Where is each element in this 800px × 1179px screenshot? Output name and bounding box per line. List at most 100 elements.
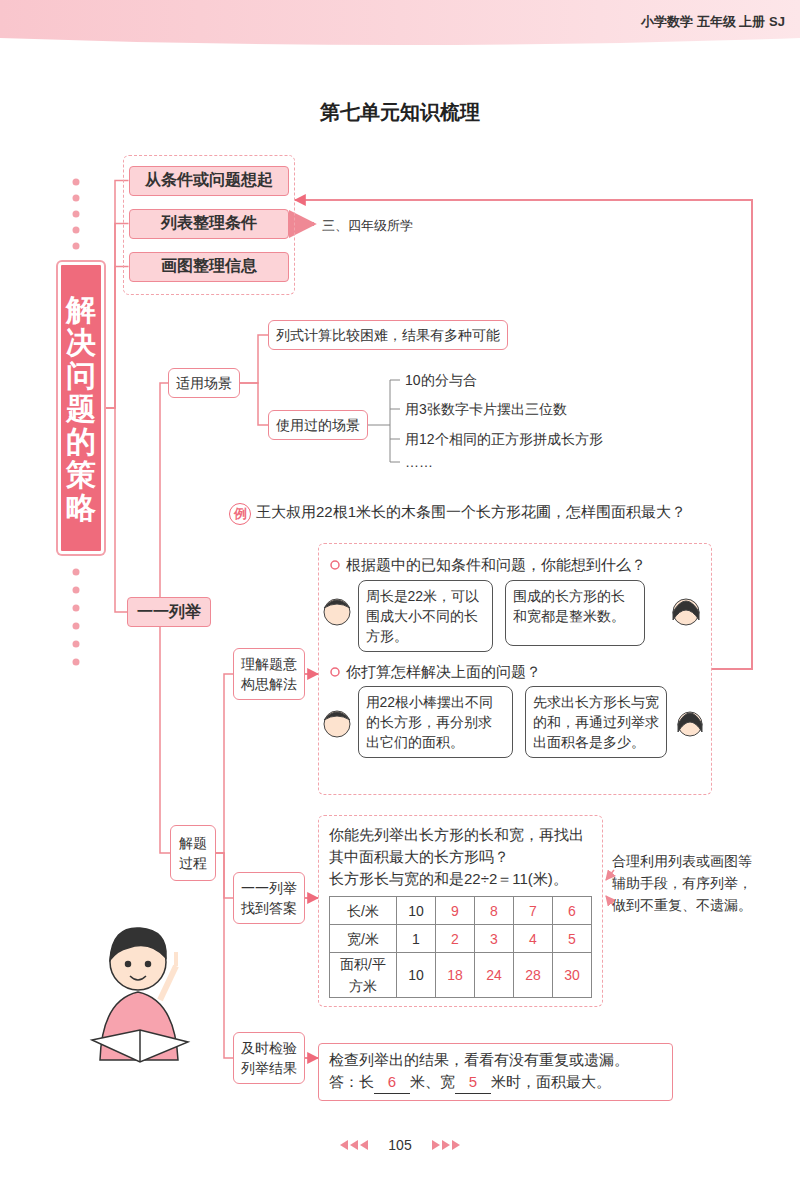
answer-box: 检查列举出的结果，看看有没有重复或遗漏。答：长6米、宽5米时，面积最大。 xyxy=(318,1043,673,1101)
table-cell: 长/米 xyxy=(330,897,397,925)
node-text: 解题过程 xyxy=(178,833,208,873)
connector xyxy=(104,267,129,409)
bracket-line xyxy=(390,380,400,381)
table-cell: 9 xyxy=(436,897,475,925)
table-cell: 30 xyxy=(553,953,592,998)
table-cell-text: 1 xyxy=(412,931,420,947)
table-cell-text: 2 xyxy=(451,931,459,947)
label-text: 小学数学 五年级 上册 SJ xyxy=(520,12,785,32)
branch-box: 列式计算比较困难，结果有多种可能 xyxy=(268,320,508,350)
node-text: 米、宽 xyxy=(410,1073,455,1090)
table-cell: 1 xyxy=(397,925,436,953)
connector xyxy=(216,853,233,1058)
node-text: 一一列举 xyxy=(137,602,201,623)
node-text: 列式计算比较困难，结果有多种可能 xyxy=(276,325,500,345)
label-text: 10的分与合 xyxy=(405,370,477,390)
label-text: 王大叔用22根1米长的木条围一个长方形花圃，怎样围面积最大？ xyxy=(256,502,686,522)
kid-illustration xyxy=(92,928,188,1062)
table-cell: 8 xyxy=(475,897,514,925)
node-text: 用22根小棒摆出不同的长方形，再分别求出它们的面积。 xyxy=(366,692,505,752)
table-cell-text: 18 xyxy=(447,967,463,983)
node-text: 先求出长方形长与宽的和，再通过列举求出面积各是多少。 xyxy=(533,692,659,752)
label-text: 105 xyxy=(370,1135,430,1155)
table-cell: 4 xyxy=(514,925,553,953)
table-cell-text: 5 xyxy=(568,931,576,947)
table-cell-text: 宽/米 xyxy=(347,931,379,947)
step-box: 理解题意构思解法 xyxy=(233,648,305,700)
table-cell-text: 8 xyxy=(490,903,498,919)
connector xyxy=(240,383,268,425)
node-text: 画图整理信息 xyxy=(161,256,257,277)
connector xyxy=(305,1057,318,1059)
speech-bubble: 周长是22米，可以围成大小不同的长方形。 xyxy=(358,580,493,652)
table-row: 长/米 10 9 8 7 6 xyxy=(330,897,592,925)
node-text: 解决问题的策略 xyxy=(66,293,96,524)
table-cell-text: 7 xyxy=(529,903,537,919)
table-cell-text: 面积/平方米 xyxy=(340,956,386,994)
node-text: 周长是22米，可以围成大小不同的长方形。 xyxy=(366,586,485,646)
table-cell: 5 xyxy=(553,925,592,953)
table-cell-text: 24 xyxy=(486,967,502,983)
title: 第七单元知识梳理 xyxy=(0,98,800,126)
connector xyxy=(305,897,318,899)
table-cell-text: 6 xyxy=(568,903,576,919)
node-text: 适用场景 xyxy=(176,373,232,393)
table-row: 宽/米 1 234 5 xyxy=(330,925,592,953)
step-box: 及时检验列举结果 xyxy=(233,1032,305,1084)
thinking-panel: 根据题中的已知条件和问题，你能想到什么？ 你打算怎样解决上面的问题？ 周长是22米，… xyxy=(318,543,712,795)
connector xyxy=(160,383,168,597)
label-text: …… xyxy=(405,452,433,472)
node-text: 列表整理条件 xyxy=(161,213,257,234)
node-text: 围成的长方形的长和宽都是整米数。 xyxy=(513,586,637,626)
table-cell: 面积/平方米 xyxy=(330,953,397,998)
branch-box: 使用过的场景 xyxy=(268,410,368,440)
table-cell: 2 xyxy=(436,925,475,953)
bracket-line xyxy=(368,425,390,426)
table-cell: 7 xyxy=(514,897,553,925)
group-box: 从条件或问题想起列表整理条件画图整理信息 xyxy=(123,155,295,295)
table-cell: 10 xyxy=(397,953,436,998)
speech-bubble: 用22根小棒摆出不同的长方形，再分别求出它们的面积。 xyxy=(358,686,513,758)
label-text: 用3张数字卡片摆出三位数 xyxy=(405,399,567,419)
bracket-line xyxy=(390,439,400,440)
table-row: 面积/平方米1018242830 xyxy=(330,953,592,998)
banner xyxy=(0,0,800,45)
speech-bubble: 围成的长方形的长和宽都是整米数。 xyxy=(505,580,645,646)
bracket-line xyxy=(390,409,400,410)
table-cell-text: 4 xyxy=(529,931,537,947)
node-text: 答：长 xyxy=(329,1073,374,1090)
node-text: 根据题中的已知条件和问题，你能想到什么？ xyxy=(346,554,706,576)
answer-value: 5 xyxy=(455,1071,491,1094)
connector xyxy=(104,224,129,409)
label-text: 三、四年级所学 xyxy=(322,216,413,236)
example-circle: 例 xyxy=(229,503,251,525)
speech-bubble: 先求出长方形长与宽的和，再通过列举求出面积各是多少。 xyxy=(525,686,667,758)
table-cell-text: 9 xyxy=(451,903,459,919)
table-cell: 宽/米 xyxy=(330,925,397,953)
table-cell: 24 xyxy=(475,953,514,998)
connector xyxy=(216,674,233,853)
node-text: 理解题意构思解法 xyxy=(241,654,297,694)
enumeration-table: 长/米 10 9 8 7 6宽/米 1 234 5 面积/平方米 10 18 24 2 8 30 xyxy=(329,896,592,998)
table-cell: 6 xyxy=(553,897,592,925)
node-text: 你打算怎样解决上面的问题？ xyxy=(346,661,706,683)
table-cell-text: 30 xyxy=(564,967,580,983)
node-text: 及时检验列举结果 xyxy=(241,1038,297,1078)
connector xyxy=(104,408,127,612)
strategy-box: 从条件或问题想起 xyxy=(129,166,289,196)
table-cell-text: 10 xyxy=(408,967,424,983)
bracket-line xyxy=(390,462,400,463)
label-text: 用12个相同的正方形拼成长方形 xyxy=(405,429,603,449)
connector xyxy=(305,673,318,675)
table-cell-text: 10 xyxy=(408,903,424,919)
strategy-box: 画图整理信息 xyxy=(129,252,289,282)
root-box: 解决问题的策略 xyxy=(58,262,104,554)
connector xyxy=(240,335,268,383)
node-text: 例 xyxy=(234,505,247,523)
node-text: 米时，面积最大。 xyxy=(491,1073,611,1090)
step-box: 一一列举找到答案 xyxy=(233,872,305,924)
table-cell: 3 xyxy=(475,925,514,953)
strategy-box: 列表整理条件 xyxy=(129,209,289,239)
table-cell-text: 长/米 xyxy=(347,903,379,919)
